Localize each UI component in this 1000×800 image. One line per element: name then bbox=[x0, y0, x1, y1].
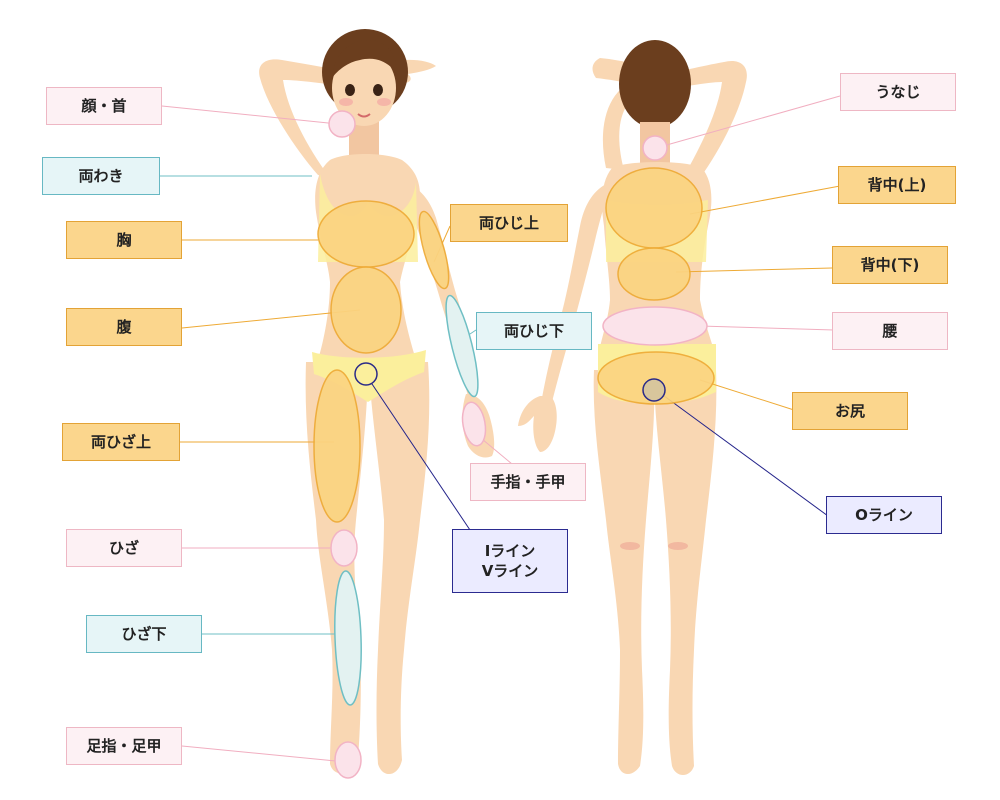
back-knee-left bbox=[620, 542, 640, 550]
label-i-line-text: Iライン bbox=[484, 542, 536, 560]
zone-chest bbox=[317, 200, 415, 268]
zone-waist bbox=[602, 306, 708, 346]
back-hair bbox=[619, 40, 691, 128]
label-lower-back[interactable]: 背中(下) bbox=[832, 246, 948, 284]
leader-toes-feet bbox=[181, 745, 347, 763]
label-buttocks-text: お尻 bbox=[834, 402, 865, 420]
leader-waist bbox=[699, 325, 835, 331]
label-forearms[interactable]: 両ひじ下 bbox=[476, 312, 592, 350]
label-chest[interactable]: 胸 bbox=[66, 221, 182, 259]
label-below-knees[interactable]: ひざ下 bbox=[86, 615, 202, 653]
label-thighs[interactable]: 両ひざ上 bbox=[62, 423, 180, 461]
zone-abdomen bbox=[330, 266, 402, 354]
zone-lower-back bbox=[617, 247, 691, 301]
label-waist-text: 腰 bbox=[882, 322, 898, 340]
label-nape[interactable]: うなじ bbox=[840, 73, 956, 111]
zone-hand bbox=[461, 401, 487, 447]
label-upper-back[interactable]: 背中(上) bbox=[838, 166, 956, 204]
back-figure bbox=[518, 40, 747, 775]
label-nape-text: うなじ bbox=[875, 83, 921, 101]
zone-upper-back bbox=[605, 167, 703, 249]
label-upper-back-text: 背中(上) bbox=[867, 176, 927, 194]
leader-iv-line bbox=[367, 377, 471, 531]
label-knees-text: ひざ bbox=[108, 539, 139, 557]
front-figure bbox=[259, 29, 495, 775]
label-abdomen-text: 腹 bbox=[116, 318, 132, 336]
zone-o-line bbox=[642, 378, 666, 402]
front-mouth bbox=[357, 113, 371, 118]
label-buttocks[interactable]: お尻 bbox=[792, 392, 908, 430]
label-abdomen[interactable]: 腹 bbox=[66, 308, 182, 346]
leader-lower-back bbox=[675, 267, 833, 273]
front-eye-left bbox=[345, 84, 355, 96]
label-toes-feet[interactable]: 足指・足甲 bbox=[66, 727, 182, 765]
zone-knee bbox=[330, 529, 358, 567]
zone-buttocks bbox=[597, 351, 715, 405]
label-underarms-text: 両わき bbox=[78, 167, 124, 185]
label-v-line-text: Vライン bbox=[481, 562, 539, 580]
back-leg-left bbox=[593, 370, 655, 775]
label-toes-feet-text: 足指・足甲 bbox=[86, 737, 162, 755]
back-leg-right bbox=[654, 370, 717, 775]
front-cheek-right bbox=[377, 98, 391, 106]
zone-shin bbox=[334, 570, 362, 706]
label-knees[interactable]: ひざ bbox=[66, 529, 182, 567]
front-hair-fringe bbox=[332, 40, 398, 78]
label-o-line-text: Oライン bbox=[855, 506, 913, 524]
front-raised-arm bbox=[259, 59, 346, 178]
label-below-knees-text: ひざ下 bbox=[121, 625, 167, 643]
label-upper-arms-text: 両ひじ上 bbox=[478, 214, 539, 232]
leader-buttocks bbox=[699, 379, 795, 411]
zone-nape bbox=[642, 135, 668, 161]
leader-upper-back bbox=[689, 185, 841, 215]
label-chest-text: 胸 bbox=[116, 231, 132, 249]
label-fingers-hands[interactable]: 手指・手甲 bbox=[470, 463, 586, 501]
front-eye-right bbox=[373, 84, 383, 96]
label-face-neck[interactable]: 顔・首 bbox=[46, 87, 162, 125]
zone-face-neck bbox=[328, 110, 356, 138]
label-i-v-line[interactable]: Iライン Vライン bbox=[452, 529, 568, 593]
leader-nape bbox=[655, 95, 841, 149]
zone-foot bbox=[334, 741, 362, 779]
zones bbox=[313, 110, 715, 779]
front-cheek-left bbox=[339, 98, 353, 106]
label-thighs-text: 両ひざ上 bbox=[90, 433, 151, 451]
label-fingers-hands-text: 手指・手甲 bbox=[490, 473, 566, 491]
zone-thigh bbox=[313, 369, 361, 523]
front-face bbox=[332, 50, 396, 126]
back-raised-arm bbox=[660, 60, 747, 178]
label-forearms-text: 両ひじ下 bbox=[503, 322, 564, 340]
leader-face-neck bbox=[161, 105, 339, 125]
label-waist[interactable]: 腰 bbox=[832, 312, 948, 350]
label-o-line[interactable]: Oライン bbox=[826, 496, 942, 534]
front-leg-left bbox=[368, 362, 430, 775]
back-hand bbox=[518, 396, 557, 452]
label-lower-back-text: 背中(下) bbox=[860, 256, 920, 274]
zone-forearm bbox=[445, 294, 479, 398]
zone-upper-arm bbox=[418, 210, 450, 290]
back-knee-right bbox=[668, 542, 688, 550]
label-underarms[interactable]: 両わき bbox=[42, 157, 160, 195]
leader-o-line bbox=[655, 389, 829, 517]
leader-lines bbox=[160, 95, 841, 763]
label-upper-arms[interactable]: 両ひじ上 bbox=[450, 204, 568, 242]
zone-i-v-line bbox=[354, 362, 378, 386]
label-face-neck-text: 顔・首 bbox=[81, 97, 127, 115]
